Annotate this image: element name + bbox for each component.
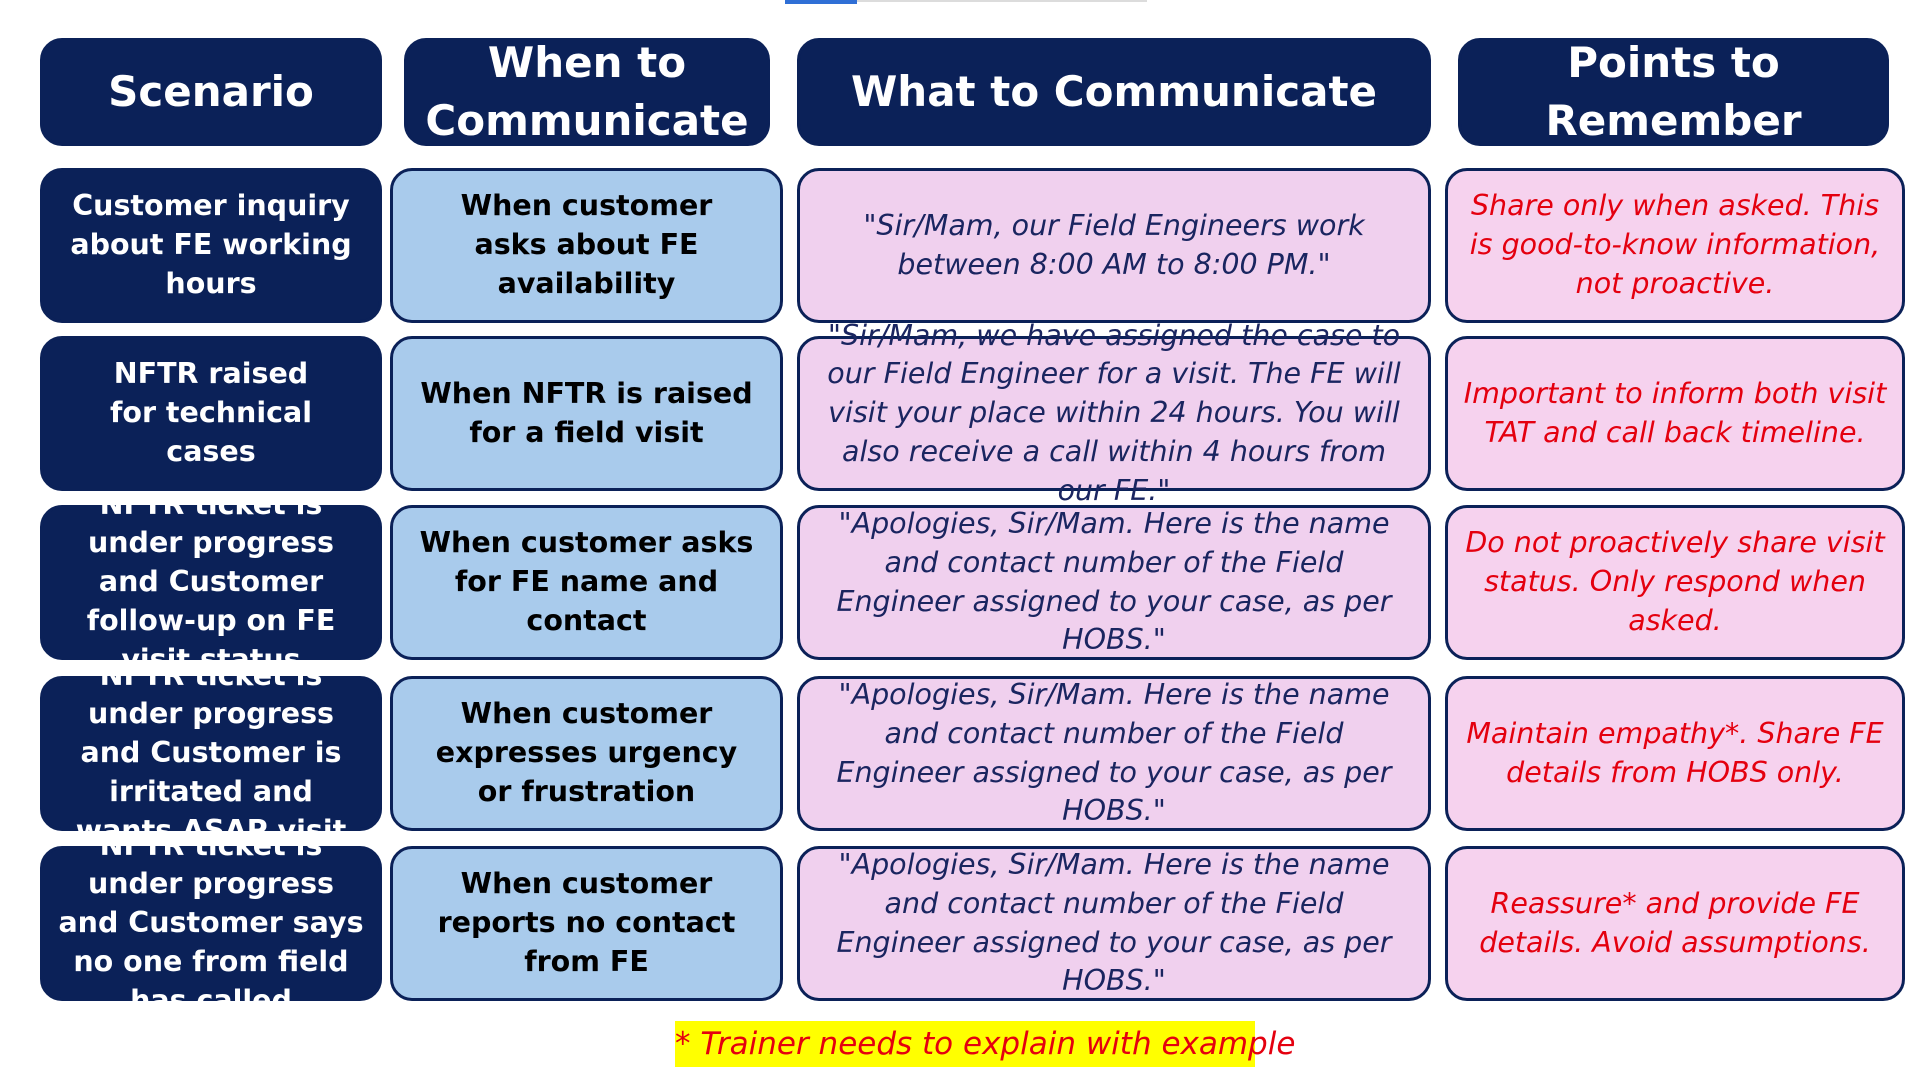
row-5-when-text: When customer reports no contact from FE (437, 867, 736, 978)
row-5-what-text: "Apologies, Sir/Mam. Here is the name an… (836, 848, 1392, 998)
row-1-what-text: "Sir/Mam, our Field Engineers work betwe… (863, 208, 1365, 281)
row-5-points: Reassure* and provide FE details. Avoid … (1445, 846, 1905, 1001)
row-2-what-text: "Sir/Mam, we have assigned the case to o… (827, 318, 1401, 507)
row-3-scenario-text: NFTR ticket is under progress and Custom… (86, 487, 336, 676)
header-what-label: What to Communicate (850, 67, 1378, 117)
header-what: What to Communicate (797, 38, 1431, 146)
header-points: Points to Remember (1458, 38, 1889, 146)
row-2-when-text: When NFTR is raised for a field visit (420, 376, 753, 449)
row-2-scenario-text: NFTR raised for technical cases (109, 357, 313, 468)
row-3-scenario: NFTR ticket is under progress and Custom… (40, 488, 382, 676)
row-2-points-text: Important to inform both visit TAT and c… (1463, 376, 1887, 449)
row-4-points: Maintain empathy*. Share FE details from… (1445, 676, 1905, 831)
row-3-what-text: "Apologies, Sir/Mam. Here is the name an… (836, 507, 1392, 657)
header-when-label: When to Communicate (425, 38, 749, 145)
row-1-when: When customer asks about FE availability (390, 168, 783, 323)
row-2-points: Important to inform both visit TAT and c… (1445, 336, 1905, 491)
row-3-what: "Apologies, Sir/Mam. Here is the name an… (797, 505, 1431, 660)
header-scenario-label: Scenario (108, 67, 314, 117)
row-4-scenario-text: NFTR ticket is under progress and Custom… (75, 658, 347, 847)
row-2-when: When NFTR is raised for a field visit (390, 336, 783, 491)
top-accent-line (785, 0, 857, 4)
row-5-scenario-text: NFTR ticket is under progress and Custom… (58, 828, 364, 1017)
row-5-points-text: Reassure* and provide FE details. Avoid … (1479, 886, 1871, 959)
row-4-when: When customer expresses urgency or frust… (390, 676, 783, 831)
trainer-footnote: * Trainer needs to explain with example (675, 1021, 1295, 1067)
row-1-points-text: Share only when asked. This is good-to-k… (1469, 189, 1881, 300)
row-2-scenario: NFTR raised for technical cases (40, 336, 382, 491)
row-3-points-text: Do not proactively share visit status. O… (1465, 526, 1885, 637)
row-3-points: Do not proactively share visit status. O… (1445, 505, 1905, 660)
row-4-what-text: "Apologies, Sir/Mam. Here is the name an… (836, 678, 1392, 828)
header-when: When to Communicate (404, 38, 770, 146)
row-5-scenario: NFTR ticket is under progress and Custom… (40, 829, 382, 1017)
row-1-scenario-text: Customer inquiry about FE working hours (70, 189, 352, 300)
row-3-when-text: When customer asks for FE name and conta… (419, 526, 754, 637)
row-1-points: Share only when asked. This is good-to-k… (1445, 168, 1905, 323)
row-2-what: "Sir/Mam, we have assigned the case to o… (797, 319, 1431, 507)
row-4-when-text: When customer expresses urgency or frust… (435, 697, 738, 808)
row-5-what: "Apologies, Sir/Mam. Here is the name an… (797, 846, 1431, 1001)
row-1-when-text: When customer asks about FE availability (460, 189, 713, 300)
row-1-what: "Sir/Mam, our Field Engineers work betwe… (797, 168, 1431, 323)
row-1-scenario: Customer inquiry about FE working hours (40, 168, 382, 323)
row-4-points-text: Maintain empathy*. Share FE details from… (1466, 716, 1884, 789)
row-4-what: "Apologies, Sir/Mam. Here is the name an… (797, 676, 1431, 831)
top-divider (857, 0, 1147, 2)
row-3-when: When customer asks for FE name and conta… (390, 505, 783, 660)
row-4-scenario: NFTR ticket is under progress and Custom… (40, 659, 382, 847)
row-5-when: When customer reports no contact from FE (390, 846, 783, 1001)
header-points-label: Points to Remember (1545, 38, 1802, 145)
header-scenario: Scenario (40, 38, 382, 146)
